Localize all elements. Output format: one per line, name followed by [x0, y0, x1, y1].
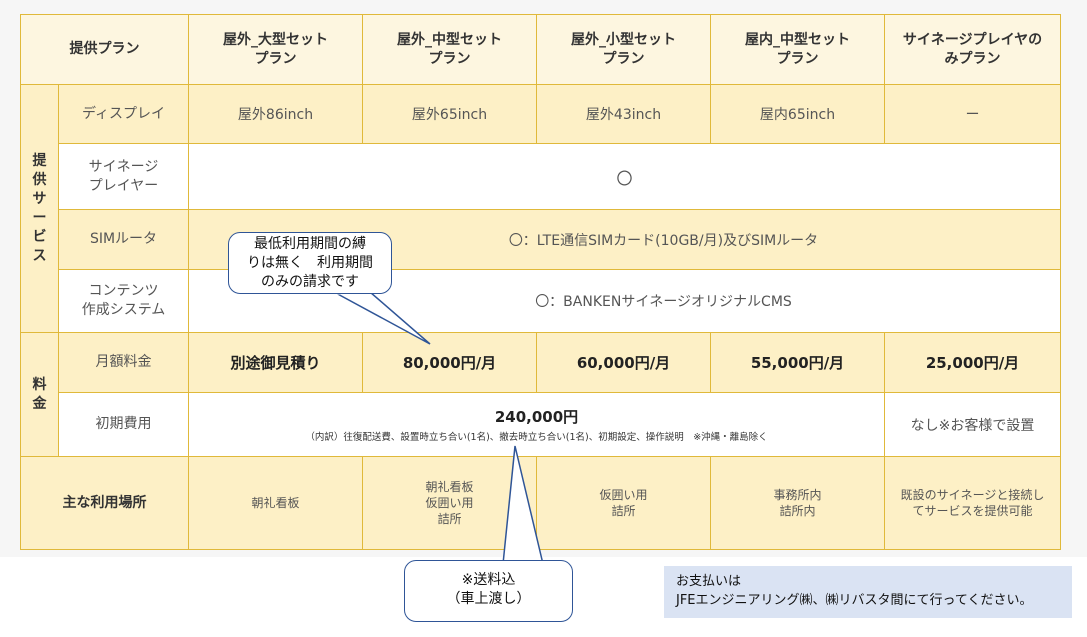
row-label-usage: 主な利用場所 — [20, 456, 189, 550]
col-header-indoor-medium: 屋内_中型セット プラン — [710, 14, 885, 85]
col-header-outdoor-small: 屋外_小型セット プラン — [536, 14, 711, 85]
callout-min-period: 最低利用期間の縛 りは無く 利用期間 のみの請求です — [228, 232, 392, 294]
table-row-cms: コンテンツ 作成システム 〇：BANKENサイネージオリジナルCMS — [21, 269, 1061, 333]
table-cell: 80,000円/月 — [362, 332, 537, 393]
row-label-cms: コンテンツ 作成システム — [58, 269, 189, 333]
col-header-outdoor-large: 屋外_大型セット プラン — [188, 14, 363, 85]
callout-shipping: ※送料込 （車上渡し） — [404, 560, 573, 622]
table-row-display: 提 供 サ ー ビ ス ディスプレイ 屋外86inch 屋外65inch 屋外4… — [20, 84, 1061, 333]
payment-note: お支払いは JFEエンジニアリング㈱、㈱リバスタ間にて行ってください。 — [664, 566, 1072, 618]
header-row: 提供プラン 屋外_大型セット プラン 屋外_中型セット プラン 屋外_小型セット… — [20, 14, 1061, 85]
col-header-player-only: サイネージプレイヤの みプラン — [884, 14, 1061, 85]
callout-tail-min-period — [333, 291, 431, 345]
table-cell: 25,000円/月 — [884, 332, 1061, 393]
row-label-display: ディスプレイ — [58, 84, 189, 144]
table-row-initial: 初期費用 240,000円 （内訳）往復配送費、設置時立ち合い(1名)、撤去時立… — [21, 392, 1061, 457]
callout-tail-shipping — [502, 445, 544, 565]
table-cell: 〇 — [188, 143, 1061, 210]
table-cell: 既設のサイネージと接続し てサービスを提供可能 — [884, 456, 1061, 550]
table-cell: 60,000円/月 — [536, 332, 711, 393]
table-cell: 屋外86inch — [188, 84, 363, 144]
initial-fee-note: （内訳）往復配送費、設置時立ち合い(1名)、撤去時立ち合い(1名)、初期設定、操… — [305, 432, 768, 443]
table-cell: 屋外65inch — [362, 84, 537, 144]
table-row-sim: SIMルータ 〇：LTE通信SIMカード(10GB/月)及びSIMルータ — [21, 209, 1061, 270]
table-row-usage: 主な利用場所 朝礼看板 朝礼看板 仮囲い用 詰所 仮囲い用 詰所 事務所内 詰所… — [20, 456, 1061, 550]
col-header-outdoor-medium: 屋外_中型セット プラン — [362, 14, 537, 85]
table-cell: 55,000円/月 — [710, 332, 885, 393]
table-row-monthly: 料 金 月額料金 別途御見積り 80,000円/月 60,000円/月 55,0… — [20, 332, 1061, 457]
table-cell: 別途御見積り — [188, 332, 363, 393]
table-cell: 事務所内 詰所内 — [710, 456, 885, 550]
initial-fee-amount: 240,000円 — [494, 408, 579, 426]
table-cell: 〇：BANKENサイネージオリジナルCMS — [188, 269, 1061, 333]
row-label-monthly: 月額料金 — [58, 332, 189, 393]
group-label-fee: 料 金 — [20, 332, 59, 457]
table-cell: 仮囲い用 詰所 — [536, 456, 711, 550]
table-cell: ー — [884, 84, 1061, 144]
table-row-player: サイネージ プレイヤー 〇 — [21, 143, 1061, 210]
initial-fee-cell: 240,000円 （内訳）往復配送費、設置時立ち合い(1名)、撤去時立ち合い(1… — [188, 392, 885, 457]
plan-comparison-table: 提供プラン 屋外_大型セット プラン 屋外_中型セット プラン 屋外_小型セット… — [20, 14, 1061, 550]
table-cell: 屋外43inch — [536, 84, 711, 144]
group-label-service: 提 供 サ ー ビ ス — [20, 84, 59, 333]
table-cell: 朝礼看板 — [188, 456, 363, 550]
row-label-initial: 初期費用 — [58, 392, 189, 457]
table-cell: なし※お客様で設置 — [884, 392, 1061, 457]
row-label-player: サイネージ プレイヤー — [58, 143, 189, 210]
table-cell: 屋内65inch — [710, 84, 885, 144]
row-label-sim: SIMルータ — [58, 209, 189, 270]
corner-header: 提供プラン — [20, 14, 189, 85]
